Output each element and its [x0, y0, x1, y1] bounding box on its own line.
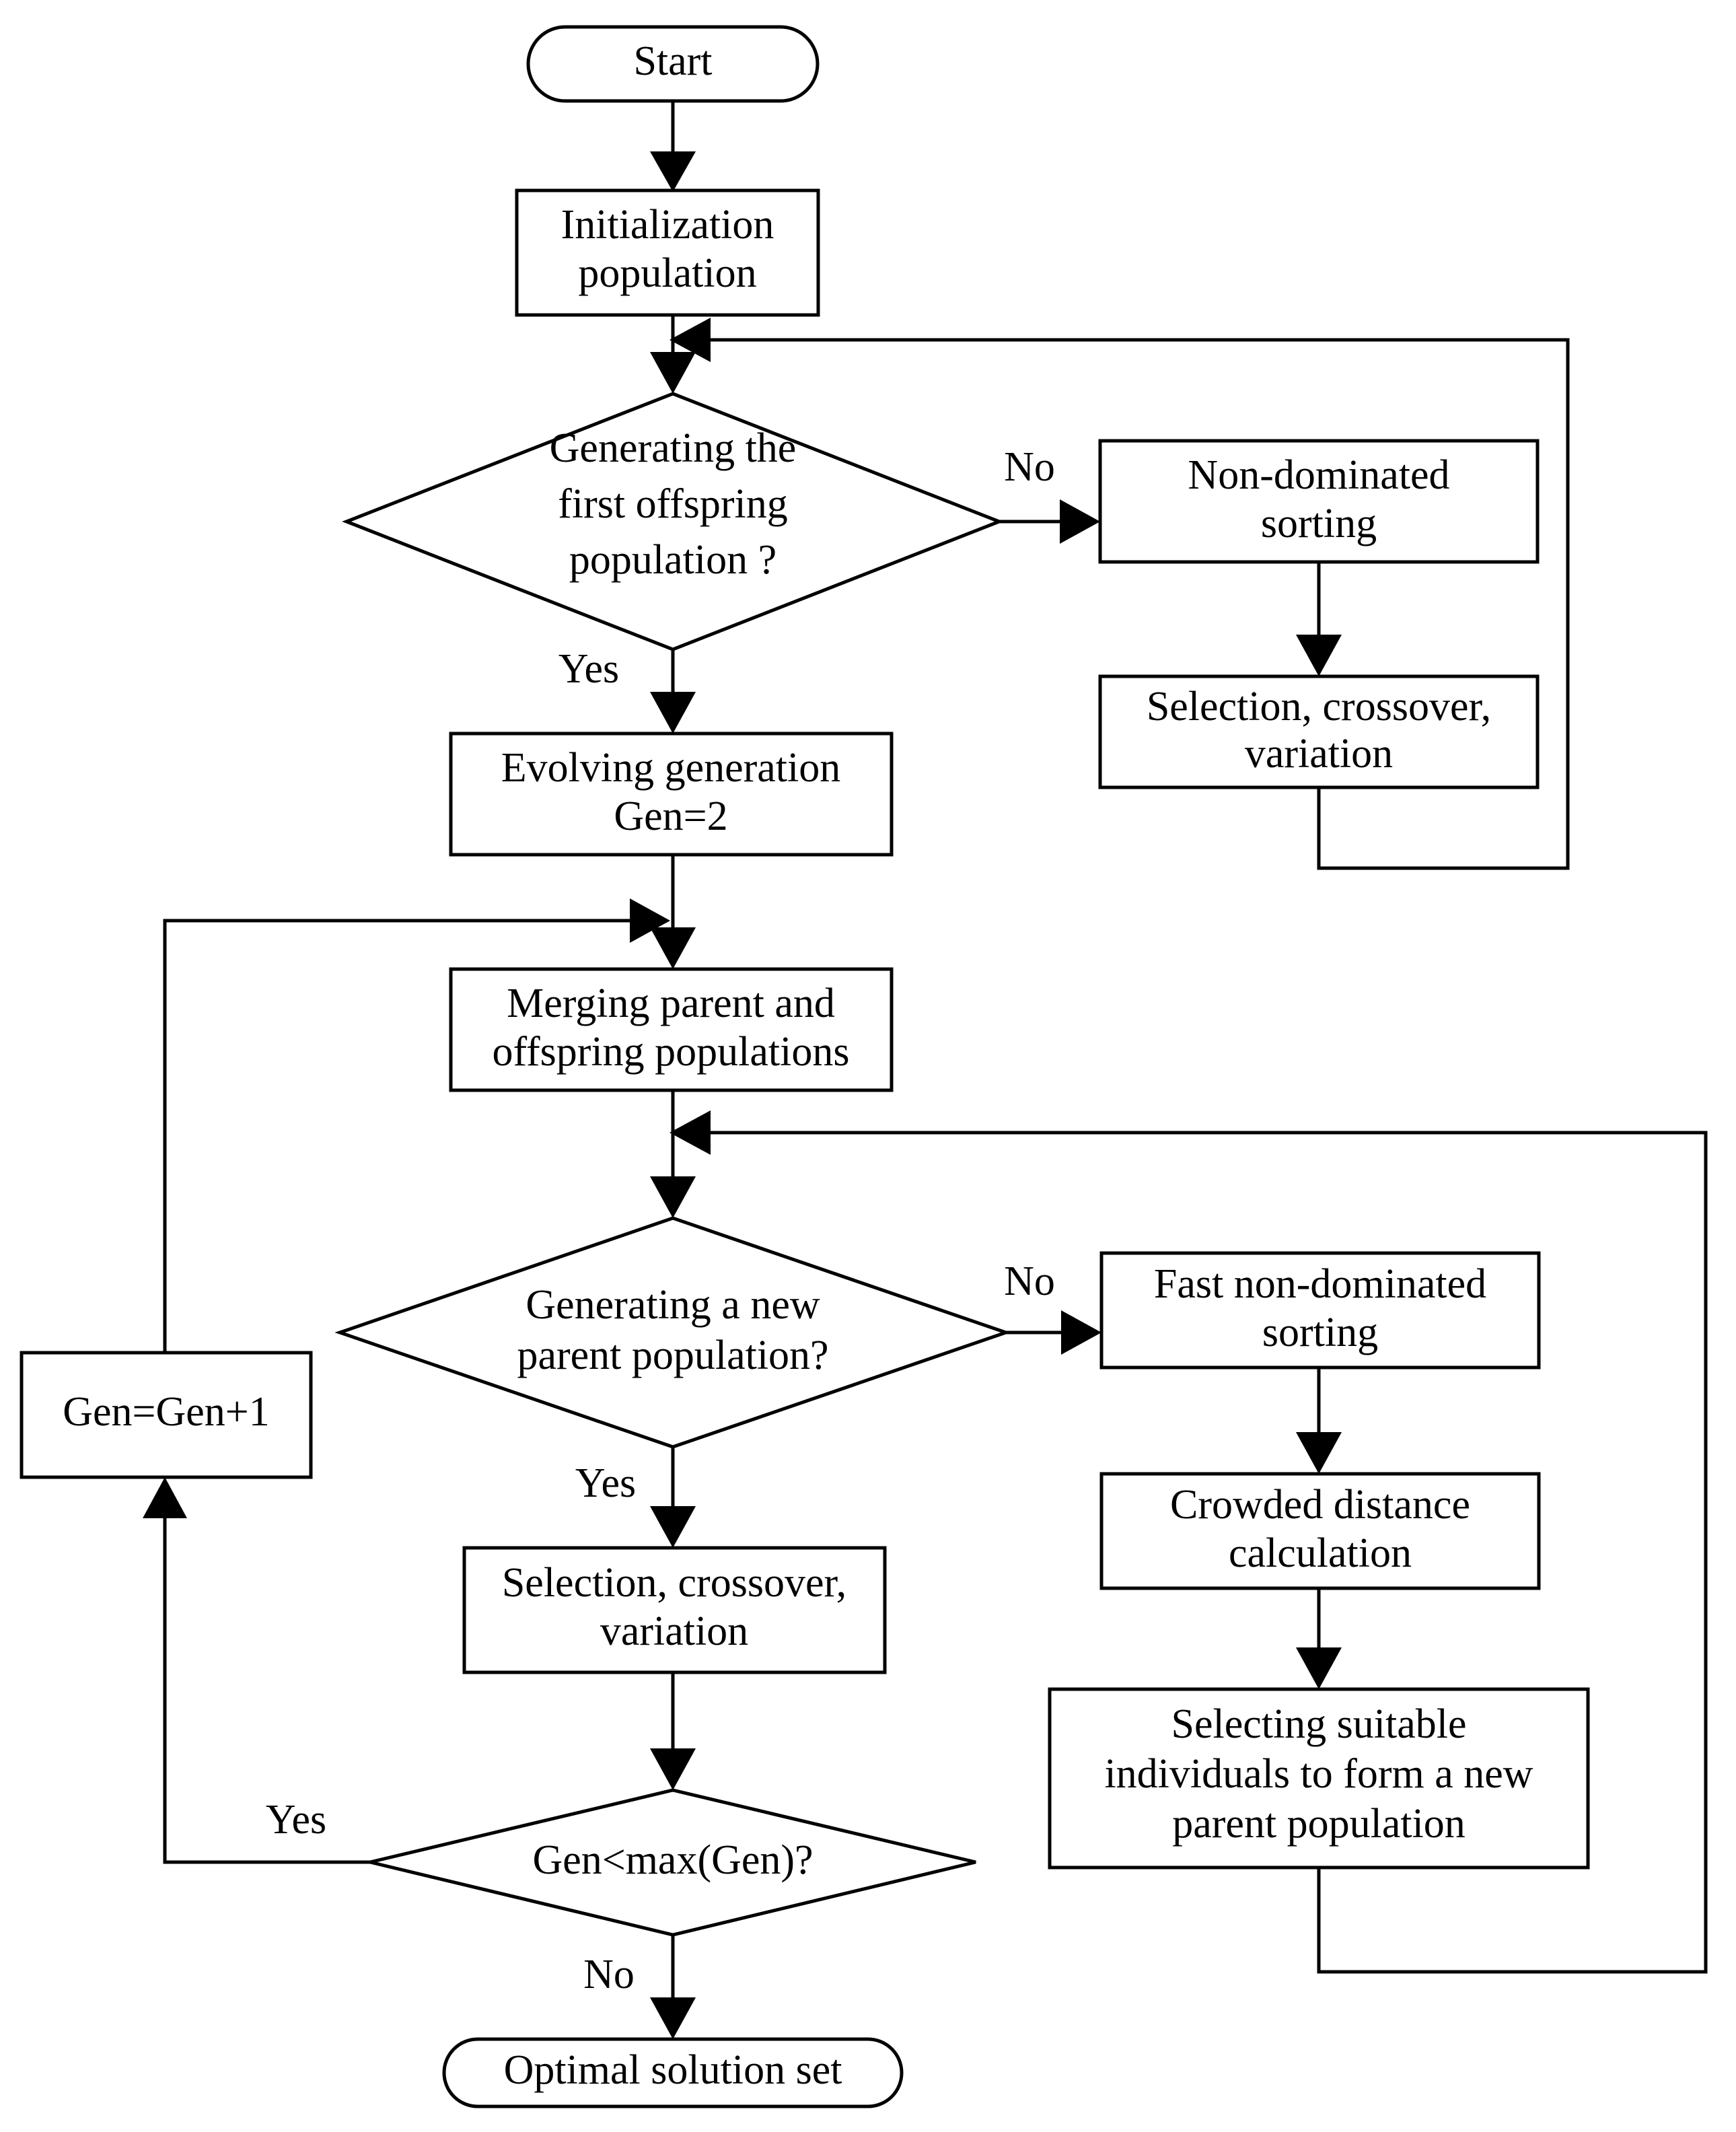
node-merging-populations[interactable]: Merging parent and offspring populations: [449, 967, 894, 1092]
node-initialization-population[interactable]: Initialization population: [515, 188, 820, 317]
connector-merging-to-decision-new-parent: [650, 1090, 696, 1218]
node-start-line-0: Start: [633, 38, 712, 84]
connector-gen-increment-feedback-to-merging: [163, 898, 670, 1353]
node-evolving-generation[interactable]: Evolving generation Gen=2: [449, 732, 894, 857]
node-init-line-1: population: [578, 250, 756, 296]
node-init-line-0: Initialization: [561, 202, 774, 248]
connector-decision-new-parent-yes: [650, 1447, 696, 1548]
node-optimal-line-0: Optimal solution set: [504, 2047, 842, 2093]
node-nondom-line-1: sorting: [1261, 501, 1377, 546]
connector-nondominated-sorting-to-selection: [1296, 562, 1342, 676]
connector-feedback-top-loop: [670, 318, 1570, 870]
node-nondominated-sorting[interactable]: Non-dominated sorting: [1098, 439, 1540, 564]
node-decision-first-offspring[interactable]: Generating the first offspring populatio…: [342, 392, 1004, 651]
node-gen-increment[interactable]: Gen=Gen+1: [20, 1351, 313, 1479]
node-fastsort-line-0: Fast non-dominated: [1154, 1261, 1486, 1307]
node-dec2-line-1: parent population?: [517, 1332, 828, 1378]
connector-start-to-init: [650, 101, 696, 192]
node-fast-nondominated-sorting[interactable]: Fast non-dominated sorting: [1099, 1251, 1541, 1370]
node-evolving-line-1: Gen=2: [614, 793, 727, 839]
node-fastsort-line-1: sorting: [1262, 1310, 1378, 1355]
edge-label-yes-first-offspring: Yes: [558, 646, 619, 692]
connector-decision-first-offspring-no: [999, 499, 1100, 544]
node-selection-crossover-variation-top[interactable]: Selection, crossover, variation: [1098, 674, 1540, 789]
node-dec3-line-0: Gen<max(Gen)?: [532, 1837, 813, 1883]
node-nondom-line-0: Non-dominated: [1188, 452, 1449, 498]
node-decision-gen-max[interactable]: Gen<max(Gen)?: [369, 1788, 976, 1937]
node-merging-line-0: Merging parent and: [507, 981, 835, 1026]
connector-selection-bottom-to-decision-gen: [650, 1672, 696, 1790]
node-selecting-line-0: Selecting suitable: [1171, 1701, 1466, 1747]
node-selecting-line-1: individuals to form a new: [1104, 1751, 1533, 1797]
connector-feedback-bottom-loop: [670, 1110, 1708, 1974]
node-crowded-line-0: Crowded distance: [1170, 1482, 1470, 1528]
connector-init-to-decision-first-offspring: [650, 315, 696, 394]
node-scv-top-line-1: variation: [1245, 731, 1393, 777]
edge-label-yes-gen-max: Yes: [266, 1797, 326, 1843]
node-optimal-solution-set[interactable]: Optimal solution set: [442, 2037, 904, 2108]
node-dec2-line-0: Generating a new: [526, 1282, 820, 1328]
connector-evolving-to-merging: [650, 855, 696, 969]
connector-decision-first-offspring-yes: [650, 649, 696, 734]
connector-decision-gen-yes-to-gen-increment: [143, 1477, 384, 1864]
node-dec1-line-2: population ?: [569, 537, 776, 583]
node-start[interactable]: Start: [526, 25, 820, 103]
edge-label-yes-new-parent: Yes: [575, 1460, 636, 1506]
connector-fast-sorting-to-crowded: [1296, 1367, 1342, 1474]
node-selecting-individuals[interactable]: Selecting suitable individuals to form a…: [1048, 1687, 1590, 1870]
node-crowded-line-1: calculation: [1229, 1530, 1412, 1576]
node-scv-bottom-line-1: variation: [600, 1608, 748, 1654]
node-gen-increment-line-0: Gen=Gen+1: [63, 1389, 270, 1435]
connector-crowded-to-selecting: [1296, 1588, 1342, 1689]
node-dec1-line-0: Generating the: [550, 425, 797, 471]
node-dec1-line-1: first offspring: [558, 481, 788, 527]
node-decision-new-parent[interactable]: Generating a new parent population?: [334, 1216, 1011, 1449]
node-evolving-line-0: Evolving generation: [501, 745, 840, 791]
connector-decision-gen-no-to-optimal: [650, 1935, 696, 2039]
node-merging-line-1: offspring populations: [493, 1029, 850, 1075]
edge-label-no-new-parent: No: [1004, 1258, 1055, 1304]
edge-label-no-first-offspring: No: [1004, 444, 1055, 490]
edge-label-no-gen-max: No: [583, 1952, 635, 1997]
node-selection-crossover-variation-bottom[interactable]: Selection, crossover, variation: [462, 1546, 887, 1674]
connector-decision-new-parent-no: [1006, 1310, 1101, 1355]
node-selecting-line-2: parent population: [1172, 1801, 1466, 1847]
node-scv-top-line-0: Selection, crossover,: [1147, 684, 1491, 730]
node-scv-bottom-line-0: Selection, crossover,: [502, 1560, 846, 1606]
node-crowded-distance-calculation[interactable]: Crowded distance calculation: [1099, 1472, 1541, 1590]
